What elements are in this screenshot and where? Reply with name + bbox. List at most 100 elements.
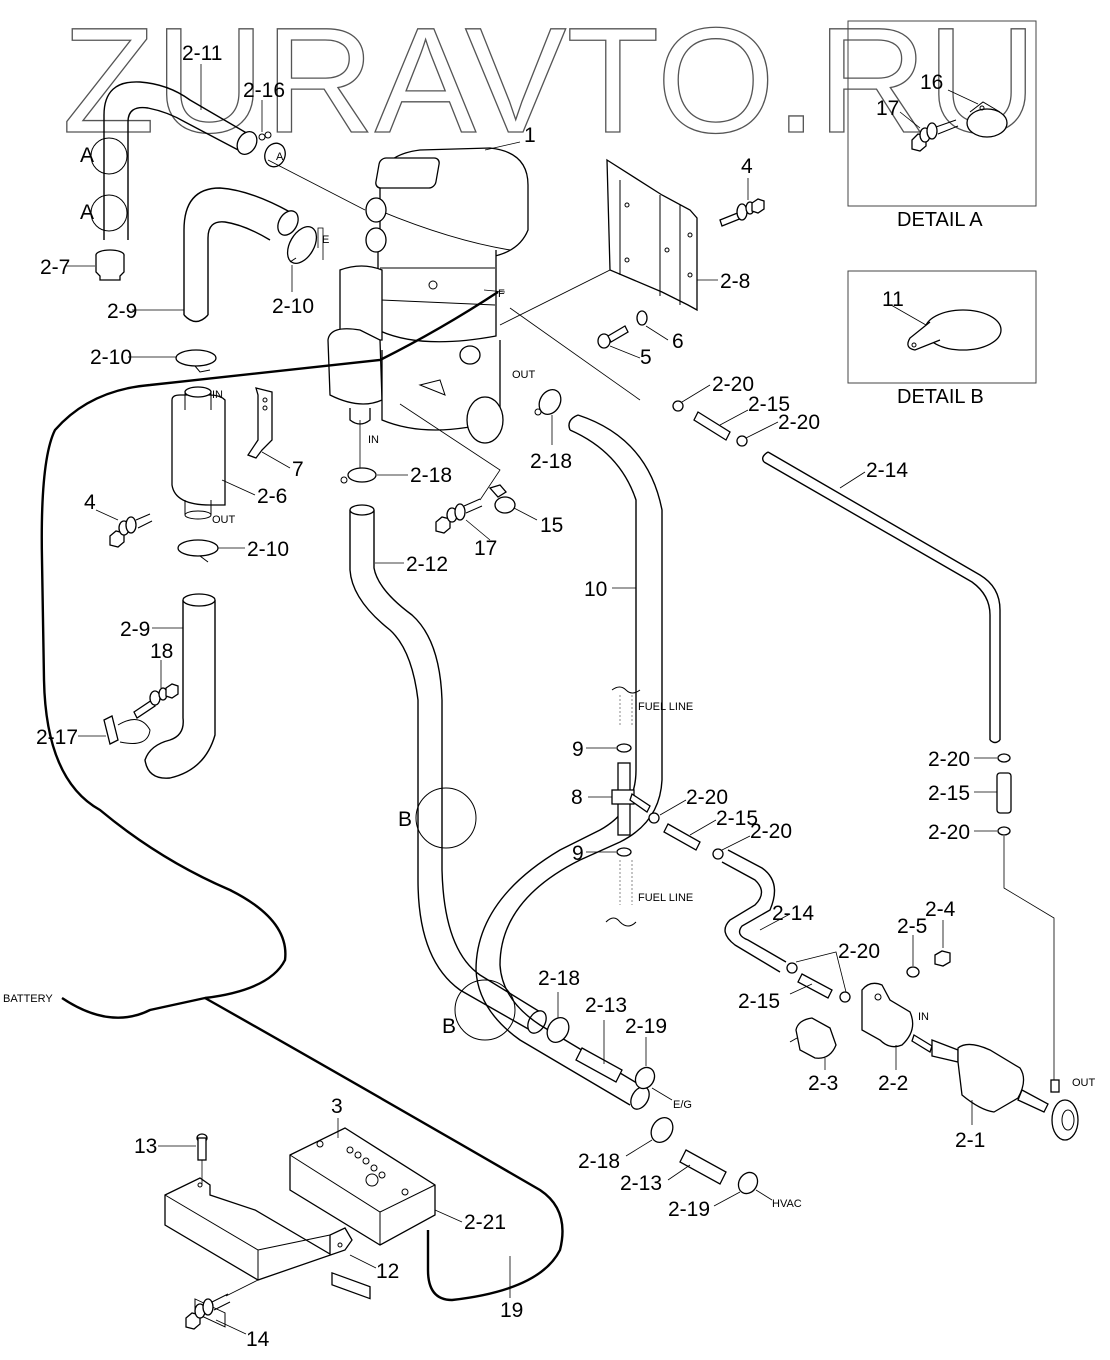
screw-13: 13 [134,1133,208,1185]
callout-2-2: 2-2 [878,1072,908,1095]
detail-b-title: DETAIL B [897,386,984,408]
callout-17: 17 [474,537,497,560]
callout-9-bottom: 9 [572,842,584,865]
hose-2-11: 2-11 A A [80,42,258,240]
ref-b-1: B [398,808,412,831]
callout-14: 14 [246,1328,270,1351]
callout-2-20-right-a: 2-20 [928,748,970,771]
washer-2-5: 2-5 [897,915,927,978]
clamp-2-16: 2-16 A [243,79,366,211]
fuel-line-label-top: FUEL LINE [638,701,693,713]
callout-2-18-in: 2-18 [410,464,452,487]
fuel-connector-group-mid: 2-20 2-15 2-20 [648,786,792,860]
clamp-2-17: 2-17 [36,715,151,749]
callout-7: 7 [292,458,304,481]
ref-e-label: E [322,234,329,246]
callout-2-21: 2-21 [464,1211,506,1234]
callout-2-14-long: 2-14 [866,459,908,482]
in-label-pump: IN [918,1011,929,1023]
bolt-4-top: 4 [719,155,765,227]
callout-2-8: 2-8 [720,270,750,293]
callout-2-6: 2-6 [257,485,287,508]
callout-2-15-upper: 2-15 [748,393,790,416]
out-label-silencer: OUT [212,514,236,526]
eg-label: E/G [673,1099,692,1111]
fuel-connector-group-lower: 2-20 2-15 [738,940,880,1013]
battery-label: BATTERY [3,993,53,1005]
fuel-pump-2-1: OUT 2-1 [911,1034,1096,1152]
callout-2-9-top: 2-9 [107,300,137,323]
silencer-2-6: 7 2-6 IN OUT [171,386,304,526]
fuel-tube-2-14-long: 2-14 [761,451,1001,744]
watermark: ZURAVTO.RU [62,0,1037,164]
callout-19: 19 [500,1299,523,1322]
callout-11: 11 [882,288,904,311]
callout-2-20-upper-b: 2-20 [778,411,820,434]
callout-17-detail: 17 [876,97,899,120]
callout-2-20-mid-b: 2-20 [750,820,792,843]
callout-5: 5 [640,346,652,369]
callout-2-9-low: 2-9 [120,618,150,641]
callout-18: 18 [150,640,173,663]
detail-a-box: DETAIL A 16 17 [847,20,1037,231]
nut-2-4: 2-4 [925,898,956,967]
fuel-connector-group-upper: 2-20 2-15 2-20 [672,373,820,447]
callout-2-3: 2-3 [808,1072,838,1095]
ref-b-2: B [442,1015,456,1038]
callout-16: 16 [920,71,943,94]
hose-10: 10 B [442,414,663,1110]
callout-2-11: 2-11 [182,42,222,65]
fuel-tee-8: FUEL LINE 9 8 9 FUEL LINE [571,686,693,927]
callout-2-18-lower-b: 2-18 [578,1150,620,1173]
callout-2-10-low: 2-10 [247,538,289,561]
bolt-5: 5 [597,325,652,369]
damper-2-3: 2-3 [789,1017,838,1095]
detail-a-title: DETAIL A [897,209,983,231]
detail-b-box: DETAIL B 11 [847,270,1037,408]
callout-2-18-lower-a: 2-18 [538,967,580,990]
callout-2-16: 2-16 [243,79,285,102]
callout-2-20-right-b: 2-20 [928,821,970,844]
callout-8: 8 [571,786,583,809]
callout-10: 10 [584,578,607,601]
fuel-line-label-bottom: FUEL LINE [638,892,693,904]
out-label-pump: OUT [1072,1077,1096,1089]
callout-12: 12 [376,1260,399,1283]
callout-2-4: 2-4 [925,898,956,921]
out-label-heater: OUT [512,369,536,381]
callout-2-20-upper-a: 2-20 [712,373,754,396]
callout-4-top: 4 [741,155,753,178]
hose-2-9-low: 2-9 [120,593,216,779]
callout-6: 6 [672,330,684,353]
callout-2-13-b: 2-13 [620,1172,662,1195]
fuel-tube-2-14-curved: 2-14 [721,849,814,973]
callout-9-top: 9 [572,738,584,761]
callout-15: 15 [540,514,563,537]
callout-2-19-a: 2-19 [625,1015,667,1038]
bracket-2-8: 2-8 [606,158,750,312]
heater-unit: 1 F IN OUT [327,124,661,501]
callout-2-18-out: 2-18 [530,450,572,473]
callout-2-15-mid: 2-15 [716,807,758,830]
callout-2-20-mid-a: 2-20 [686,786,728,809]
ref-a-1: A [80,144,94,167]
callout-2-12: 2-12 [406,553,448,576]
callout-2-10-mid: 2-10 [90,346,132,369]
washer-6: 6 [636,310,684,353]
bolt-17: 17 [435,498,497,560]
bolt-14: 14 [185,1279,270,1351]
clamp-2-10-low: 2-10 [177,538,289,563]
bracket-15: 15 [488,484,563,537]
callout-2-15-right: 2-15 [928,782,970,805]
callout-3: 3 [331,1095,343,1118]
clamp-2-18-in: 2-18 [340,464,452,487]
clamp-2-18-out: 2-18 [530,389,572,473]
callout-2-7: 2-7 [40,256,70,279]
callout-2-20-lower: 2-20 [838,940,880,963]
coolant-connector-group: 2-18 2-13 2-19 E/G 2-18 2-13 2-19 HVAC [538,967,802,1221]
fuel-connector-group-right: 2-20 2-15 2-20 [928,748,1055,1080]
callout-13: 13 [134,1135,157,1158]
pump-bracket-2-2: 2-2 IN [861,982,929,1095]
controller-2-21: 3 2-21 [289,1095,506,1300]
